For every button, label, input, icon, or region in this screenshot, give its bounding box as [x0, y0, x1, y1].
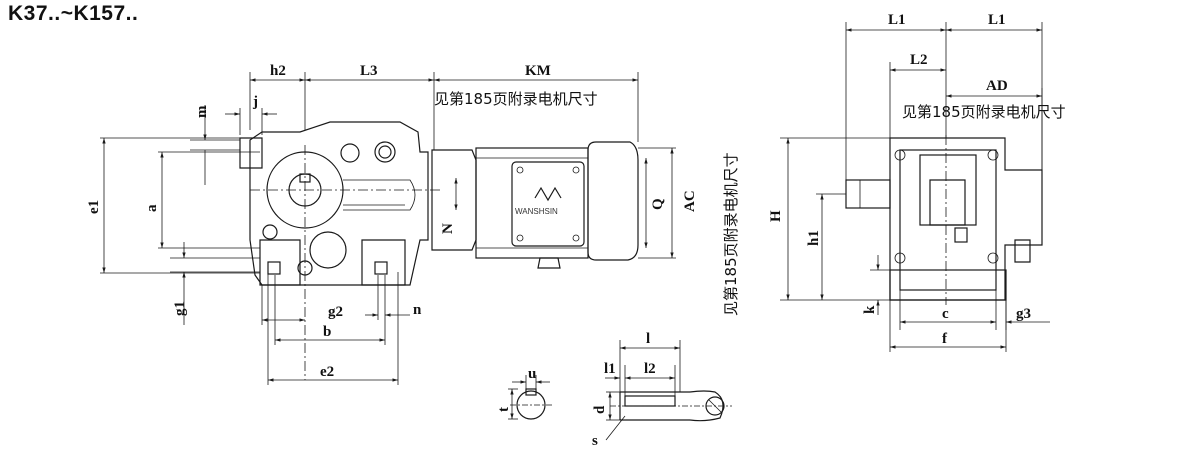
motor-body [475, 147, 589, 259]
shaft-end-circle [516, 390, 546, 420]
dim-label-Q: Q [650, 198, 666, 210]
dim-label-m: m [194, 105, 210, 118]
dim-label-l2: l2 [644, 361, 656, 377]
dim-label-l: l [646, 331, 650, 347]
dim-label-n: n [413, 302, 422, 318]
terminal-box [511, 161, 585, 247]
dim-label-L3: L3 [360, 63, 378, 79]
dim-label-g3: g3 [1016, 306, 1031, 322]
dim-label-e2: e2 [320, 364, 334, 380]
shaft-detail: u t l l2 l1 d s [496, 331, 732, 449]
dim-label-c: c [942, 306, 949, 322]
motor-adapter [431, 149, 477, 251]
brand-text: WANSHSIN [515, 207, 558, 216]
dim-label-AD: AD [986, 78, 1008, 94]
dim-label-u: u [528, 366, 536, 382]
dim-label-b: b [323, 324, 331, 340]
dim-label-N: N [440, 223, 456, 234]
dim-label-e1: e1 [86, 200, 102, 214]
fan-cover [587, 141, 639, 261]
dim-label-d: d [592, 405, 608, 414]
dim-label-KM: KM [525, 63, 551, 79]
page-title: K37..~K157.. [8, 2, 139, 25]
motor-note-right: 见第185页附录电机尺寸 [902, 103, 1066, 121]
dim-label-l1: l1 [604, 361, 616, 377]
dim-label-H: H [768, 210, 784, 222]
gearbox-housing [249, 121, 429, 286]
dim-label-f: f [942, 331, 948, 347]
dim-label-L1-right: L1 [988, 12, 1006, 28]
motor-note-side: 见第185页附录电机尺寸 [722, 152, 740, 316]
dim-label-h1: h1 [806, 230, 822, 246]
dim-label-h2: h2 [270, 63, 286, 79]
dim-label-j: j [252, 94, 258, 110]
dim-label-L1-left: L1 [888, 12, 906, 28]
dim-label-AC: AC [682, 190, 698, 212]
dim-label-s: s [592, 433, 598, 449]
brand-logo-icon [534, 186, 562, 202]
front-view: WANSHSIN [239, 121, 639, 380]
dim-label-g1: g1 [172, 301, 188, 316]
dim-label-g2: g2 [328, 304, 343, 320]
dim-label-a: a [144, 204, 160, 212]
dim-label-t: t [496, 407, 512, 412]
dim-label-k: k [862, 305, 878, 314]
front-view-dimensions: h2 L3 KM 见第185页附录电机尺寸 j m e1 a g1 N [86, 63, 740, 385]
side-view-dimensions: L1 L1 L2 AD 见第185页附录电机尺寸 H h1 k c g3 f [768, 12, 1066, 352]
dim-label-L2: L2 [910, 52, 928, 68]
side-housing [889, 137, 1043, 301]
side-view [845, 135, 1043, 305]
motor-note-top: 见第185页附录电机尺寸 [434, 90, 598, 108]
